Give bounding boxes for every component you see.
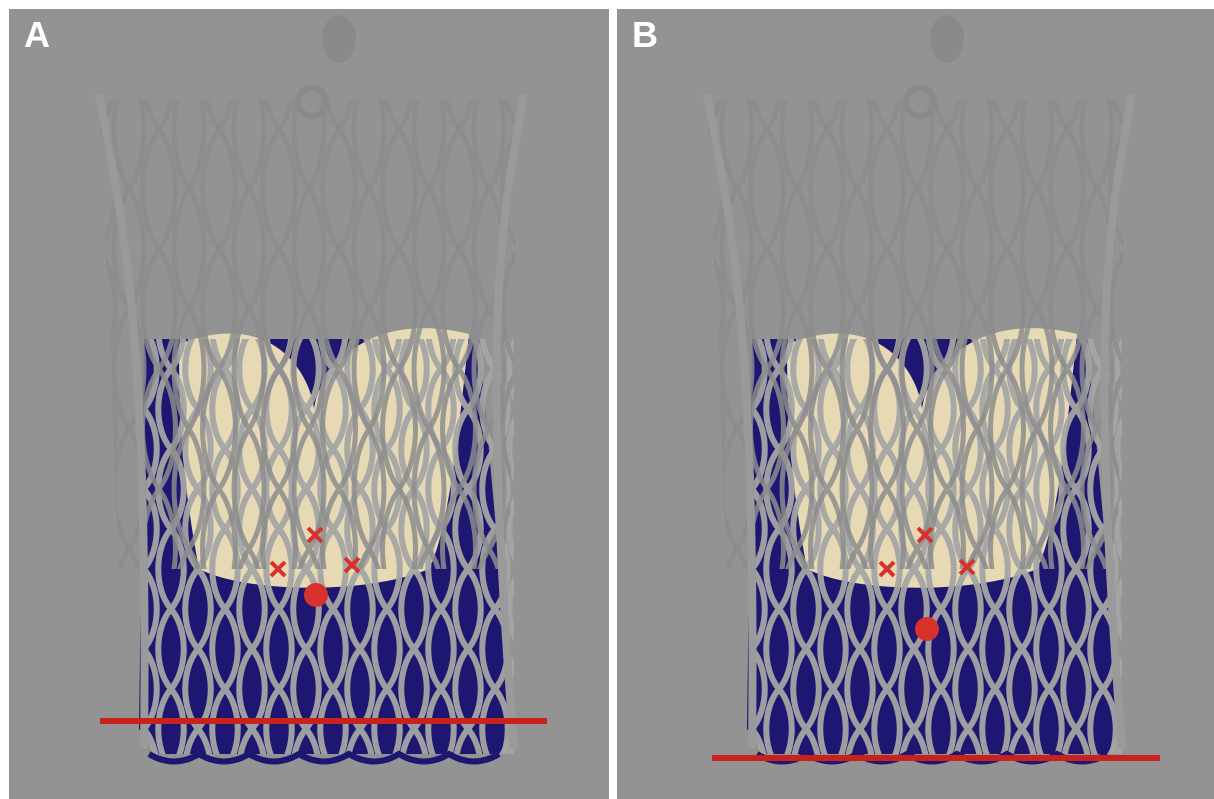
panel-b: B — [617, 9, 1214, 799]
valve-illustration — [9, 9, 609, 799]
reference-line — [712, 755, 1160, 761]
marker-dot — [304, 583, 328, 607]
panel-a: A — [9, 9, 609, 799]
connector-knob — [322, 15, 356, 63]
valve-illustration — [617, 9, 1214, 799]
reference-line — [100, 718, 547, 724]
marker-dot — [915, 617, 939, 641]
connector-knob — [930, 15, 964, 63]
